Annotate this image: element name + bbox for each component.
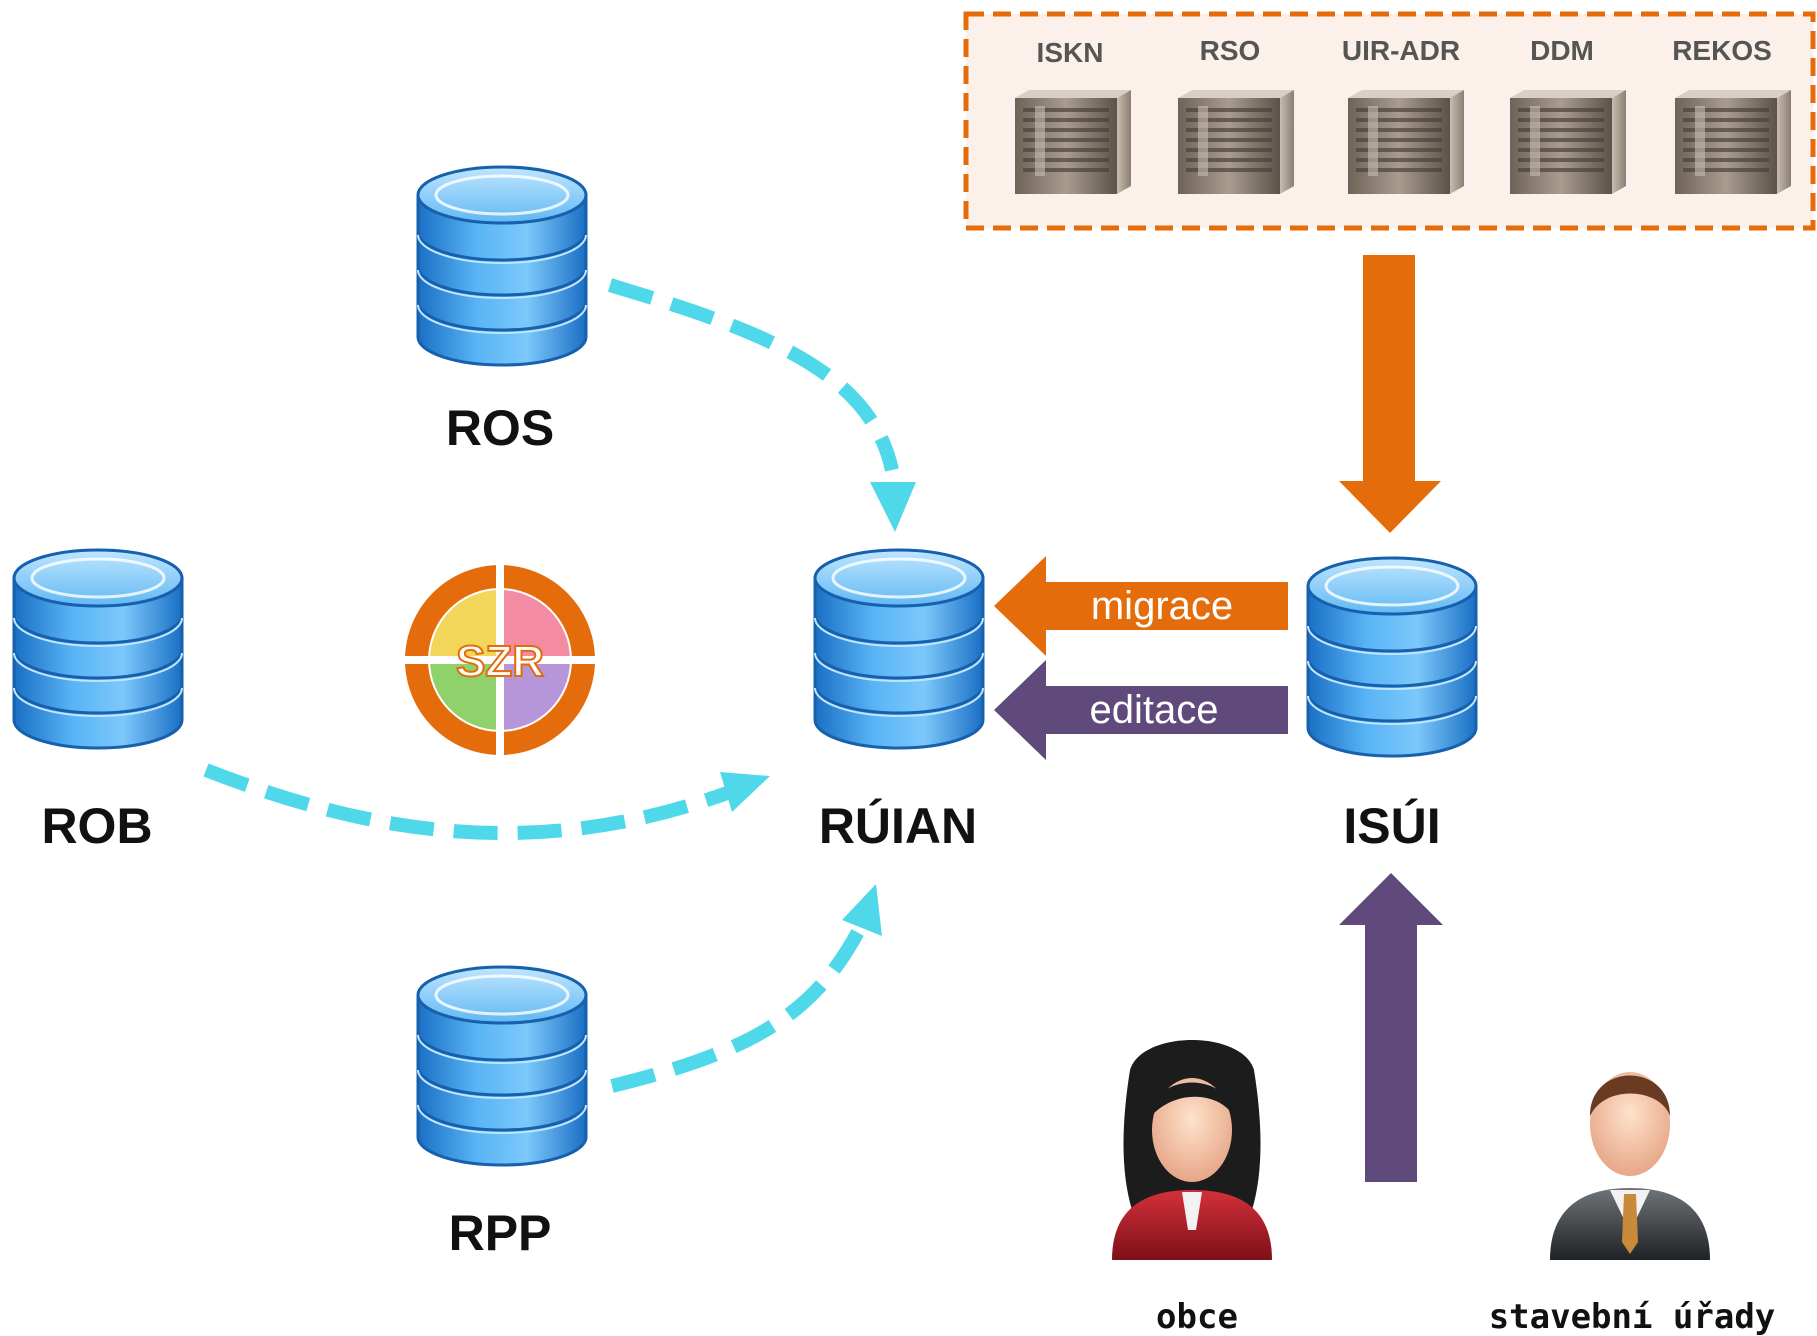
actor-label-stavebni-urady: stavební úřady bbox=[1489, 1297, 1776, 1336]
man-avatar-icon bbox=[1550, 1072, 1710, 1260]
server-icon bbox=[1675, 90, 1791, 194]
actor-label-obce: obce bbox=[1156, 1297, 1238, 1336]
woman-avatar-icon bbox=[1112, 1040, 1272, 1260]
database-icon-rob bbox=[12, 548, 184, 750]
arrow-systems-to-isui bbox=[1339, 255, 1441, 533]
arrow-editace: editace bbox=[994, 660, 1288, 760]
database-icon-rpp bbox=[416, 965, 588, 1167]
szr-logo: SZR bbox=[402, 562, 598, 758]
db-label-rpp: RPP bbox=[449, 1205, 552, 1261]
system-label-uir-adr: UIR-ADR bbox=[1342, 35, 1460, 66]
db-label-isui: ISÚI bbox=[1343, 798, 1440, 854]
database-icon-ros bbox=[416, 165, 588, 367]
system-label-rekos: REKOS bbox=[1672, 35, 1772, 66]
editace-label: editace bbox=[1090, 688, 1219, 732]
server-icon bbox=[1510, 90, 1626, 194]
system-label-ddm: DDM bbox=[1530, 35, 1594, 66]
system-label-iskn: ISKN bbox=[1037, 37, 1104, 68]
szr-logo-text: SZR bbox=[456, 637, 544, 686]
database-icon-isui bbox=[1306, 556, 1478, 758]
arrow-migrace: migrace bbox=[994, 556, 1288, 656]
db-label-rob: ROB bbox=[41, 798, 152, 854]
db-label-ros: ROS bbox=[446, 400, 554, 456]
server-icon bbox=[1348, 90, 1464, 194]
migrace-label: migrace bbox=[1091, 584, 1233, 628]
server-icon bbox=[1015, 90, 1131, 194]
system-label-rso: RSO bbox=[1200, 35, 1261, 66]
dashed-arrow-ros bbox=[607, 278, 916, 532]
server-icon bbox=[1178, 90, 1294, 194]
arrow-users-to-isui bbox=[1339, 873, 1443, 1182]
db-label-ruian: RÚIAN bbox=[819, 798, 977, 854]
source-systems-box: ISKN RSO UIR-ADR DDM REKOS bbox=[963, 11, 1816, 231]
database-icon-ruian bbox=[813, 548, 985, 750]
dashed-arrow-rpp bbox=[610, 884, 882, 1093]
dashed-arrow-rob bbox=[203, 763, 770, 841]
